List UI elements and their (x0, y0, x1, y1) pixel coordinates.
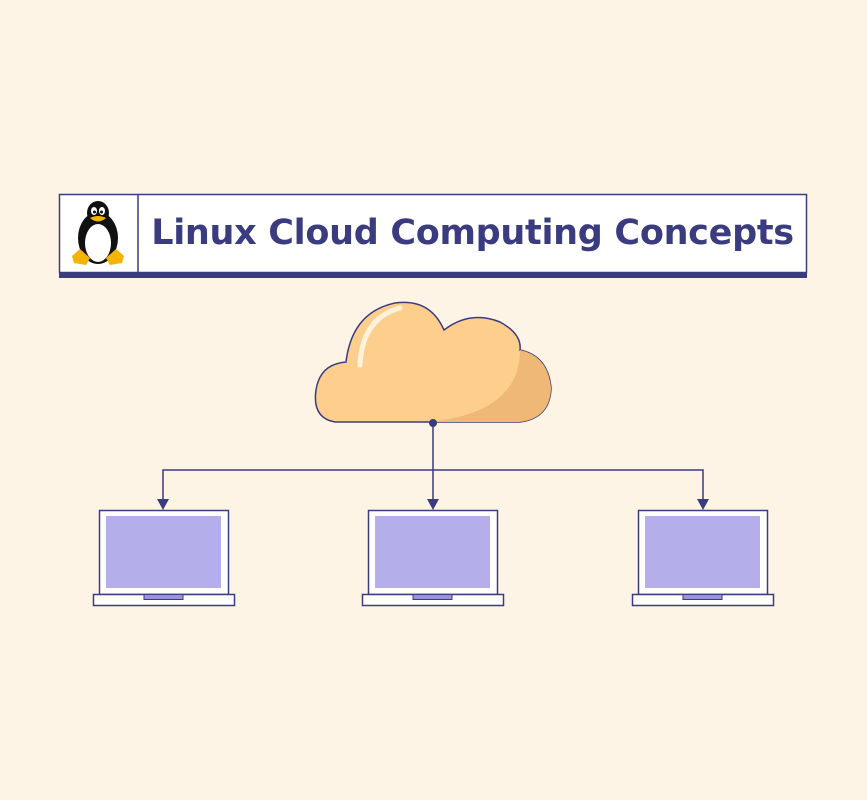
hub-node (429, 419, 437, 427)
laptop-icon (92, 509, 236, 607)
page-title: Linux Cloud Computing Concepts (151, 213, 794, 253)
network-connectors (162, 423, 704, 502)
header-banner (58, 193, 808, 278)
cloud-icon (314, 301, 552, 423)
tux-penguin-icon (72, 201, 124, 265)
arrowheads (157, 499, 709, 510)
laptop-icon (361, 509, 505, 607)
laptop-icon (631, 509, 775, 607)
